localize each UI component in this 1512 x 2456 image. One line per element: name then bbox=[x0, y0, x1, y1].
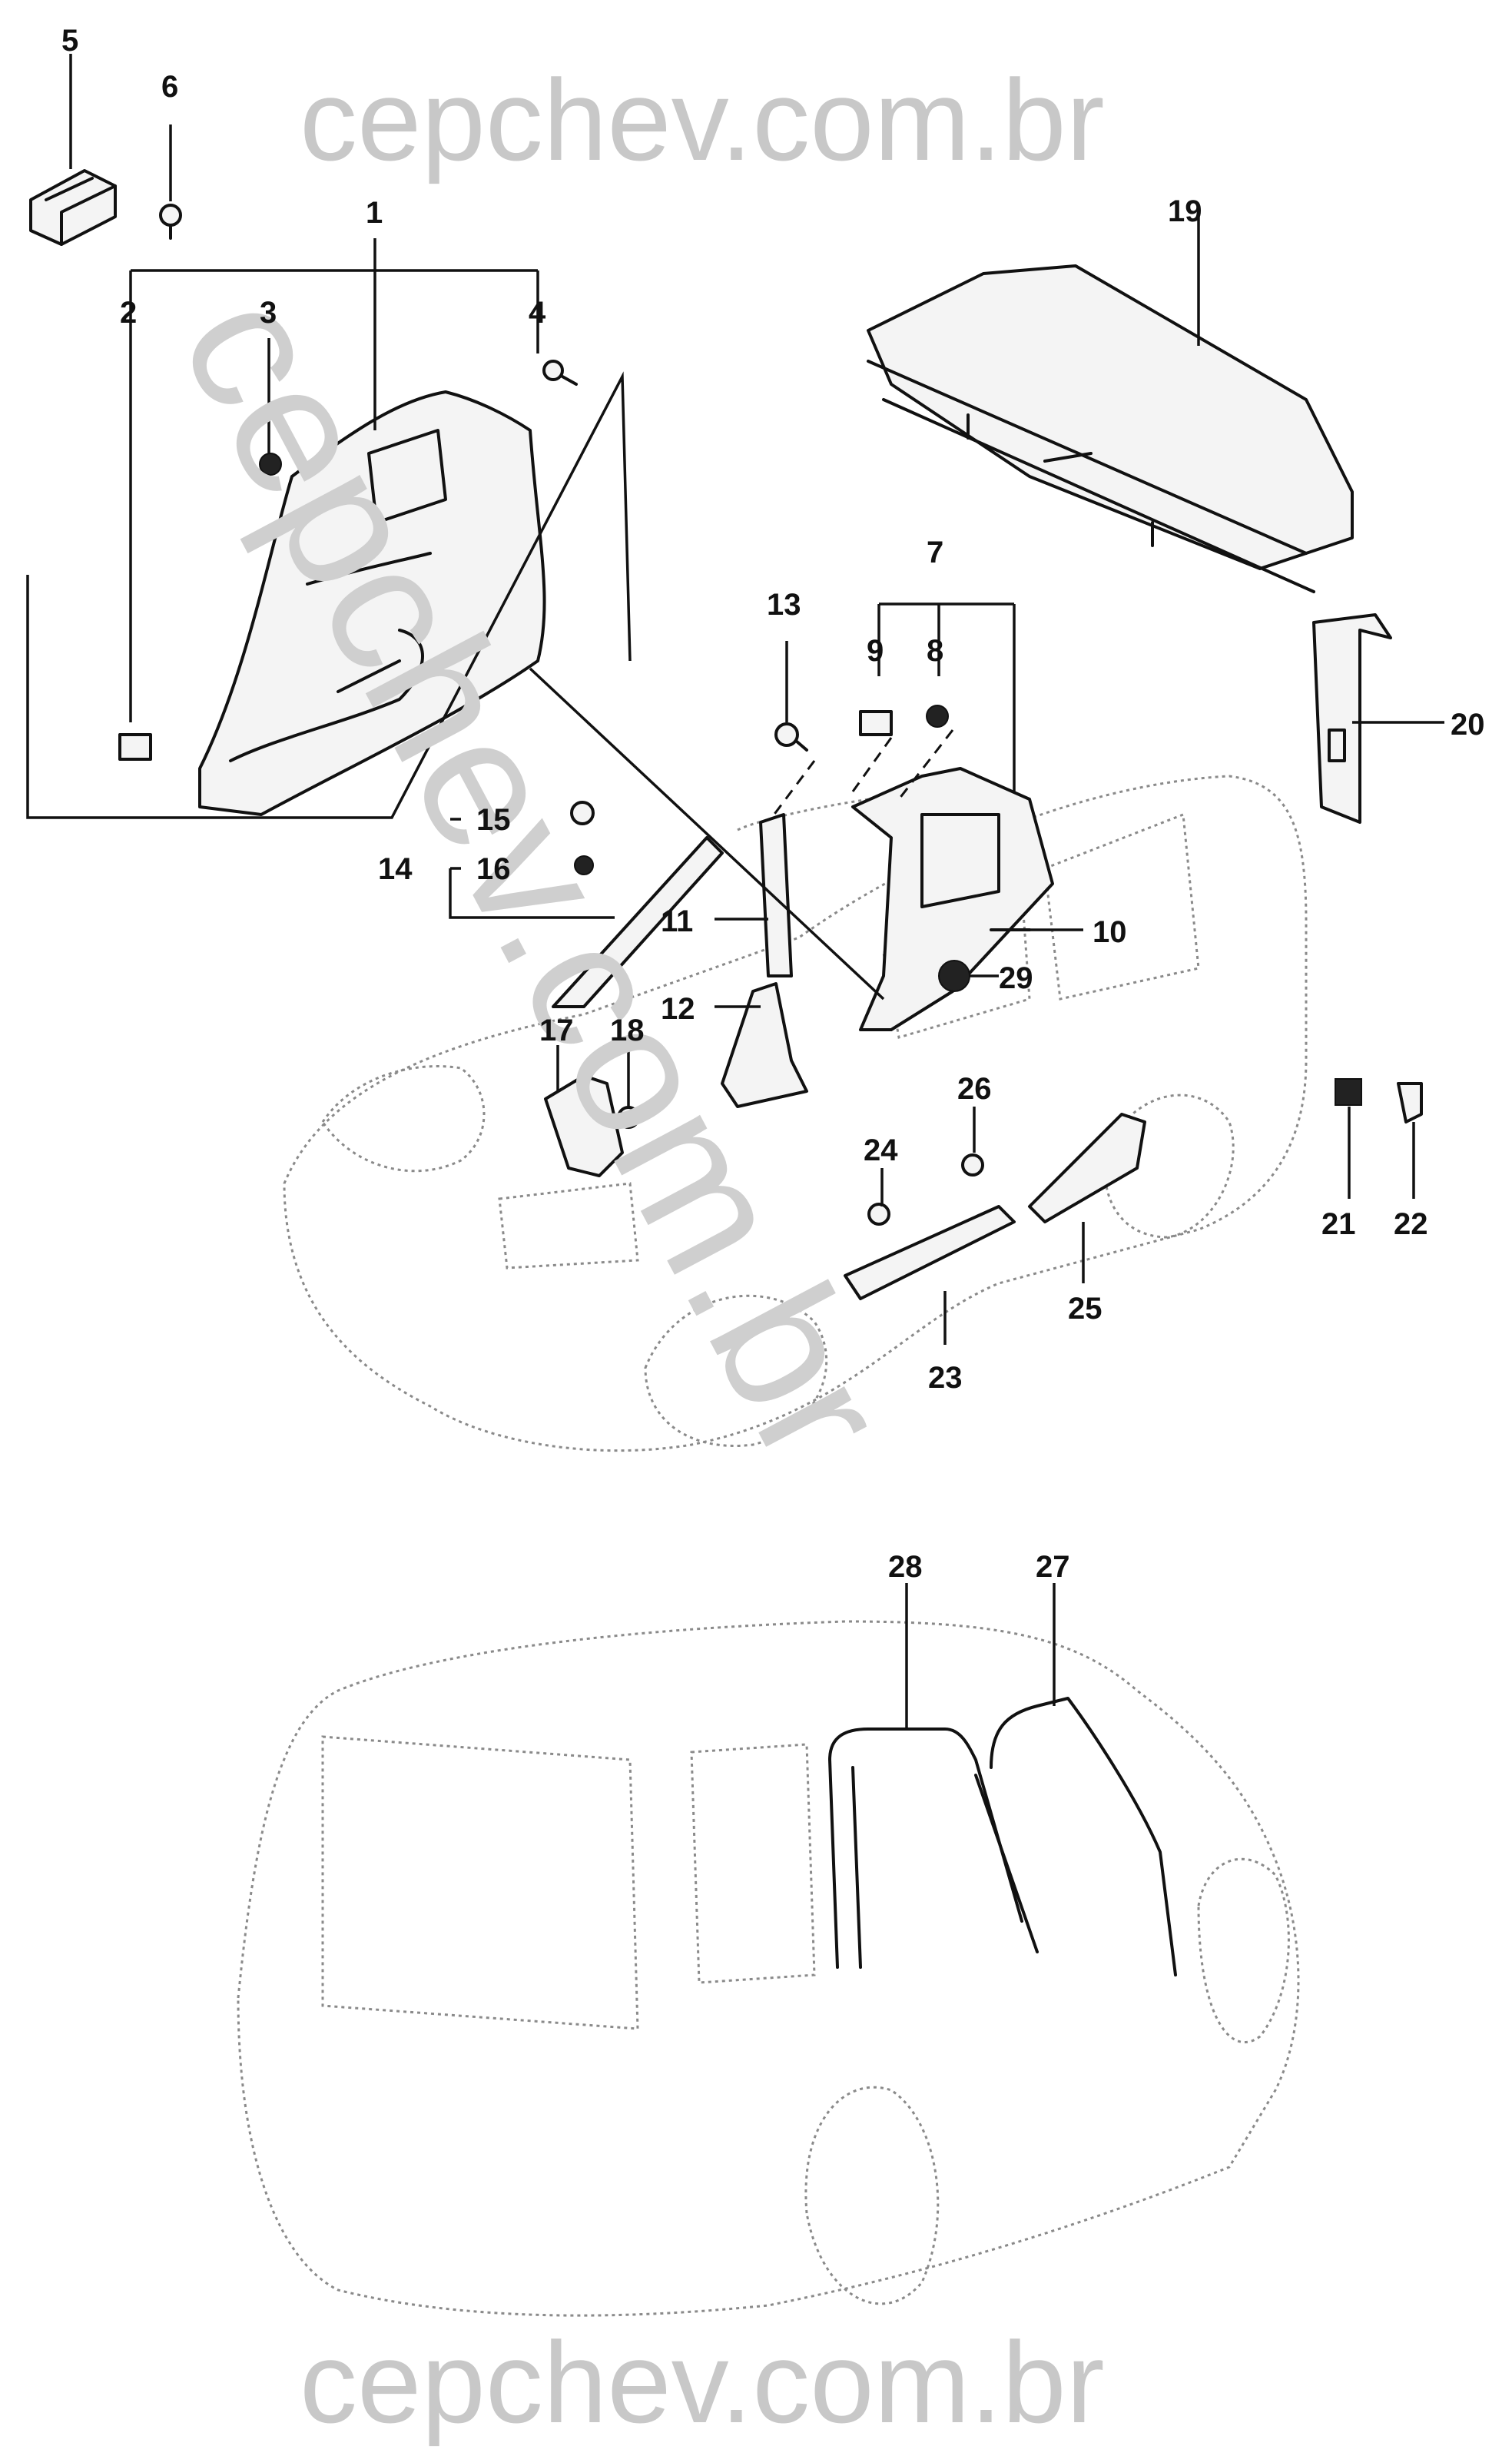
part-11-pillar-trim bbox=[759, 813, 793, 977]
label-8: 8 bbox=[927, 634, 943, 668]
label-1: 1 bbox=[366, 196, 383, 230]
part-26-clip bbox=[961, 1153, 984, 1177]
part-20-pillar-trim bbox=[1312, 613, 1392, 824]
watermark-bottom: cepchev.com.br bbox=[300, 2318, 1105, 2447]
label-25: 25 bbox=[1068, 1292, 1102, 1326]
label-7: 7 bbox=[927, 536, 943, 569]
part-19-cargo-cover bbox=[867, 264, 1354, 593]
label-11: 11 bbox=[661, 904, 693, 938]
part-25-sill-plate bbox=[1028, 1113, 1146, 1223]
label-24: 24 bbox=[864, 1133, 898, 1167]
label-4: 4 bbox=[529, 296, 546, 330]
part-11-12-leaders bbox=[715, 918, 768, 1008]
label-16: 16 bbox=[476, 852, 511, 886]
part-17-kick-panel bbox=[544, 1074, 624, 1177]
part-5-6-leaders bbox=[69, 54, 172, 201]
label-29: 29 bbox=[999, 961, 1033, 995]
label-26: 26 bbox=[957, 1072, 992, 1106]
part-24-clip bbox=[867, 1203, 890, 1226]
part-1-leaders bbox=[129, 238, 539, 722]
label-21: 21 bbox=[1321, 1207, 1356, 1241]
part-12-pillar-trim bbox=[721, 982, 808, 1108]
part-13-dash bbox=[767, 760, 816, 823]
part-16-screw bbox=[574, 855, 594, 875]
part-4-screw bbox=[542, 360, 578, 386]
label-22: 22 bbox=[1394, 1207, 1428, 1241]
part-7-dash bbox=[851, 729, 954, 800]
part-14-leaders bbox=[449, 818, 615, 919]
label-17: 17 bbox=[539, 1014, 574, 1047]
sill-leaders bbox=[880, 1107, 1085, 1345]
label-2: 2 bbox=[120, 296, 137, 330]
part-29-grommet bbox=[938, 960, 970, 992]
label-19: 19 bbox=[1168, 194, 1202, 228]
part-7-leaders bbox=[877, 602, 1016, 792]
part-15-screw bbox=[570, 801, 595, 825]
part-8-clip bbox=[926, 705, 949, 728]
part-23-sill-plate bbox=[844, 1205, 1016, 1300]
part-3-clip bbox=[259, 453, 282, 476]
part-6-bolt bbox=[159, 204, 182, 240]
part-14-windshield-trim bbox=[552, 836, 724, 1008]
label-18: 18 bbox=[610, 1014, 645, 1047]
label-9: 9 bbox=[867, 634, 884, 668]
label-14: 14 bbox=[378, 852, 413, 886]
label-12: 12 bbox=[661, 992, 695, 1026]
part-22-clip bbox=[1397, 1082, 1423, 1123]
part-21-clip bbox=[1335, 1078, 1362, 1106]
part-5-bracket bbox=[29, 169, 117, 246]
part-2-clip bbox=[118, 733, 152, 761]
part-17-18-leaders bbox=[556, 1045, 630, 1107]
part-27-28-leaders bbox=[905, 1583, 1056, 1729]
label-6: 6 bbox=[161, 70, 178, 104]
part-21-22-leaders bbox=[1348, 1107, 1415, 1199]
label-20: 20 bbox=[1451, 708, 1485, 742]
part-18-screw bbox=[617, 1106, 640, 1129]
label-3: 3 bbox=[260, 296, 277, 330]
watermark-diagonal: cepchev.com.br bbox=[142, 260, 929, 1494]
part-28-weatherstrip bbox=[828, 1727, 1023, 1969]
watermark-top: cepchev.com.br bbox=[300, 55, 1105, 184]
part-27-weatherstrip bbox=[974, 1697, 1177, 1976]
part-1-quarter-trim-panel bbox=[198, 390, 546, 816]
group-frame-1 bbox=[26, 371, 632, 819]
lower-vehicle-outline bbox=[237, 1620, 1300, 2317]
label-27: 27 bbox=[1036, 1550, 1070, 1584]
panel-pointer bbox=[529, 667, 885, 1001]
part-9-clip bbox=[859, 710, 893, 736]
label-13: 13 bbox=[767, 588, 801, 622]
part-13-screw bbox=[774, 722, 808, 752]
label-28: 28 bbox=[888, 1550, 923, 1584]
label-5: 5 bbox=[61, 24, 78, 58]
label-10: 10 bbox=[1093, 915, 1127, 949]
label-15: 15 bbox=[476, 803, 511, 837]
label-23: 23 bbox=[928, 1361, 963, 1395]
callout-labels: 5 6 1 2 3 4 19 7 13 9 8 20 15 14 16 11 1… bbox=[61, 24, 1485, 1584]
